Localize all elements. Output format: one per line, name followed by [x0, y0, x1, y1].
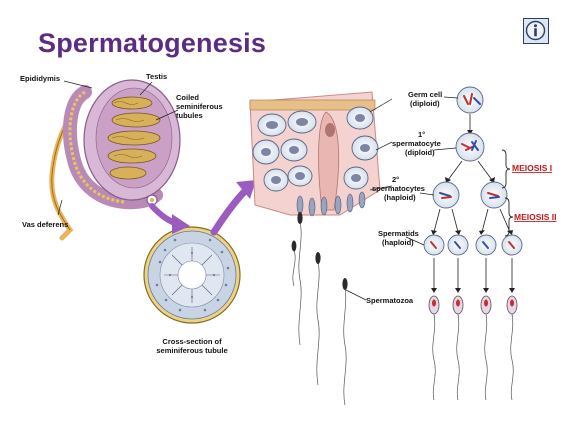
label-vas-deferens: Vas deferens: [22, 220, 68, 229]
label-secondary-1: 2°: [392, 175, 399, 184]
label-secondary-3: (haploid): [384, 193, 416, 202]
label-coiled-1: Coiled: [176, 93, 199, 102]
label-cross-section-2: seminiferous tubule: [156, 346, 227, 355]
label-primary-2: spermatocyte: [392, 139, 441, 148]
label-primary-3: (diploid): [405, 148, 435, 157]
label-spermatozoa: Spermatozoa: [366, 296, 414, 305]
label-spermatids-2: (haploid): [382, 238, 414, 247]
label-secondary-2: spermatocytes: [372, 184, 425, 193]
label-meiosis-1: MEIOSIS I: [512, 163, 552, 173]
label-coiled-3: tubules: [176, 111, 203, 120]
tubule-wall-section: [250, 92, 380, 216]
label-epididymis: Epididymis: [20, 74, 60, 83]
label-meiosis-2: MEIOSIS II: [514, 212, 557, 222]
label-testis: Testis: [146, 72, 167, 81]
label-spermatids-1: Spermatids: [378, 229, 419, 238]
label-coiled-2: seminiferous: [176, 102, 223, 111]
released-sperm: [292, 212, 348, 405]
tubule-cross-section: [144, 227, 240, 323]
flow-arrows: [152, 180, 256, 234]
meiosis-tree: [424, 87, 522, 400]
label-germ-cell-2: (diploid): [410, 99, 440, 108]
label-cross-section-1: Cross-section of: [162, 337, 222, 346]
label-primary-1: 1°: [418, 130, 425, 139]
label-germ-cell-1: Germ cell: [408, 90, 442, 99]
